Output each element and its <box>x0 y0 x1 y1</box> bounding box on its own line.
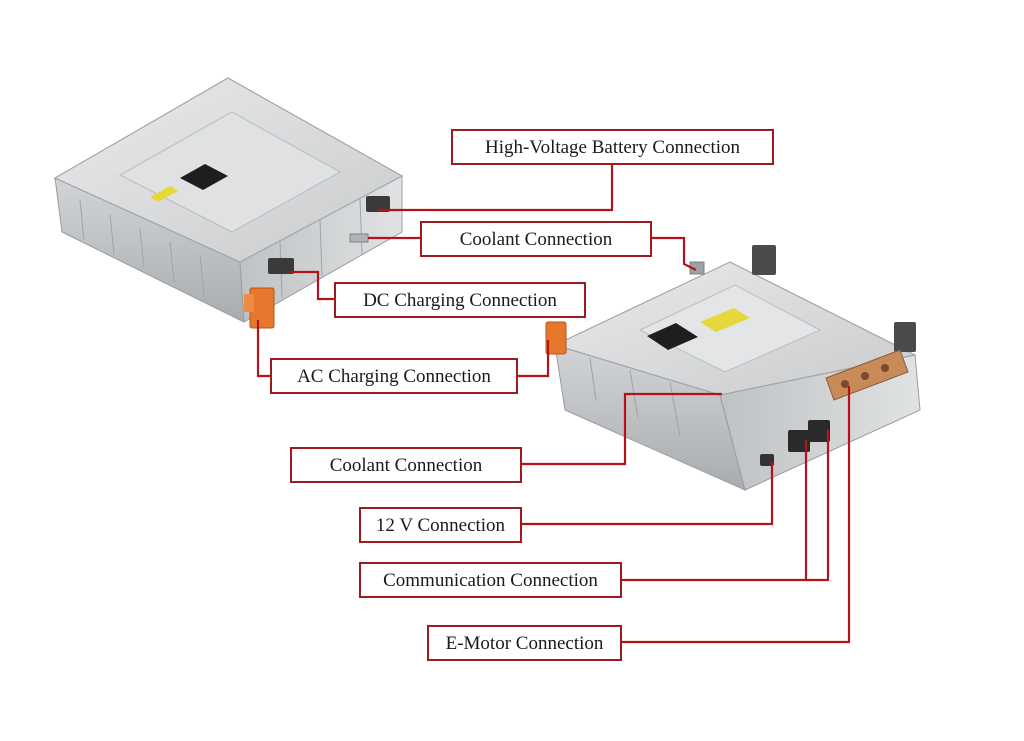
leader-coolant-upper-lower-unit <box>652 236 697 271</box>
label-dc-charging-connection: DC Charging Connection <box>334 282 586 318</box>
leader-emotor <box>622 386 851 644</box>
leader-ac-charging-lower <box>518 340 550 378</box>
label-coolant-connection-upper: Coolant Connection <box>420 221 652 257</box>
leader-communication-b <box>806 430 830 582</box>
label-ac-charging-connection: AC Charging Connection <box>270 358 518 394</box>
leader-hv-battery <box>378 165 614 212</box>
upper-power-electronics-unit <box>53 77 404 329</box>
label-communication-connection: Communication Connection <box>359 562 622 598</box>
leader-dc-charging <box>290 270 334 301</box>
leader-lines <box>256 165 851 644</box>
label-12v-connection: 12 V Connection <box>359 507 522 543</box>
lower-power-electronics-unit <box>545 245 921 491</box>
leader-12v <box>522 462 774 526</box>
label-emotor-connection: E-Motor Connection <box>427 625 622 661</box>
leader-ac-charging-upper <box>256 320 270 378</box>
label-hv-battery-connection: High-Voltage Battery Connection <box>451 129 774 165</box>
label-coolant-connection-lower: Coolant Connection <box>290 447 522 483</box>
leader-coolant-lower <box>522 392 722 466</box>
